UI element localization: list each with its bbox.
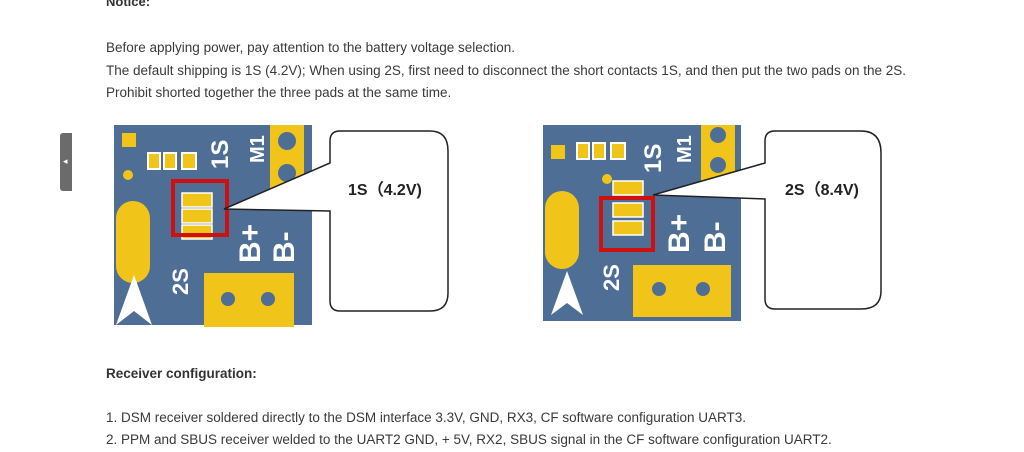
label-m1: M1: [247, 135, 269, 163]
notice-line-2: The default shipping is 1S (4.2V); When …: [106, 63, 906, 78]
label-1s: 1S: [207, 140, 234, 169]
pcb-board-icon: [114, 125, 312, 327]
figure-1s-configuration: 1S M1 2S B+ B- 1S（4.2V): [114, 125, 449, 327]
notice-line-1: Before applying power, pay attention to …: [106, 40, 516, 55]
label-bplus: B+: [663, 214, 696, 253]
label-bminus: B-: [268, 231, 301, 263]
pcb-board-icon: [543, 125, 741, 321]
callout-bubble: [223, 130, 449, 312]
receiver-item-2: 2. PPM and SBUS receiver welded to the U…: [106, 432, 832, 447]
callout-bubble: [652, 130, 882, 310]
notice-line-3: Prohibit shorted together the three pads…: [106, 85, 452, 100]
label-2s: 2S: [168, 268, 193, 295]
label-bminus: B-: [699, 221, 732, 253]
receiver-item-1: 1. DSM receiver soldered directly to the…: [106, 410, 747, 425]
notice-title: Notice:: [106, 0, 151, 9]
label-1s: 1S: [640, 144, 667, 173]
label-bplus: B+: [234, 224, 267, 263]
label-m1: M1: [674, 135, 696, 163]
side-collapse-tab[interactable]: ◂: [60, 133, 72, 191]
figure-2s-configuration: 1S M1 2S B+ B- 2S（8.4V): [543, 125, 882, 321]
callout-text-1s: 1S（4.2V): [348, 181, 422, 199]
label-2s: 2S: [599, 264, 624, 291]
callout-text-2s: 2S（8.4V): [785, 181, 859, 199]
chevron-left-icon: ◂: [63, 156, 68, 166]
receiver-section-title: Receiver configuration:: [106, 366, 257, 381]
